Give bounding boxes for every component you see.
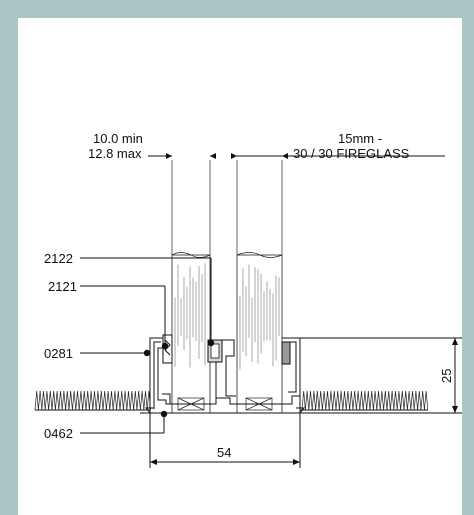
glass-pane-left [171,160,211,414]
carpet-left [34,390,151,411]
gasket-right [281,341,291,365]
dim-width [149,413,301,468]
label-part-0462: 0462 [44,426,73,441]
label-part-2121: 2121 [48,279,77,294]
dim-glass-arrows [231,153,445,159]
label-part-0281: 0281 [44,346,73,361]
label-glass-spec: 30 / 30 FIREGLASS [293,146,410,161]
label-glass-thickness: 15mm - [338,131,382,146]
label-gap-min: 10.0 min [93,131,143,146]
label-dim-height: 25 [439,369,454,383]
label-dim-width: 54 [217,445,231,460]
glass-pane-right [236,160,283,414]
leader-0462 [80,410,168,434]
dim-height [300,337,462,414]
leader-2121 [80,285,169,350]
label-gap-max: 12.8 max [88,146,142,161]
carpet-right [300,390,429,411]
leader-2122 [80,257,215,347]
leader-0281 [80,349,151,357]
label-part-2122: 2122 [44,251,73,266]
dim-gap-arrows [148,153,216,159]
